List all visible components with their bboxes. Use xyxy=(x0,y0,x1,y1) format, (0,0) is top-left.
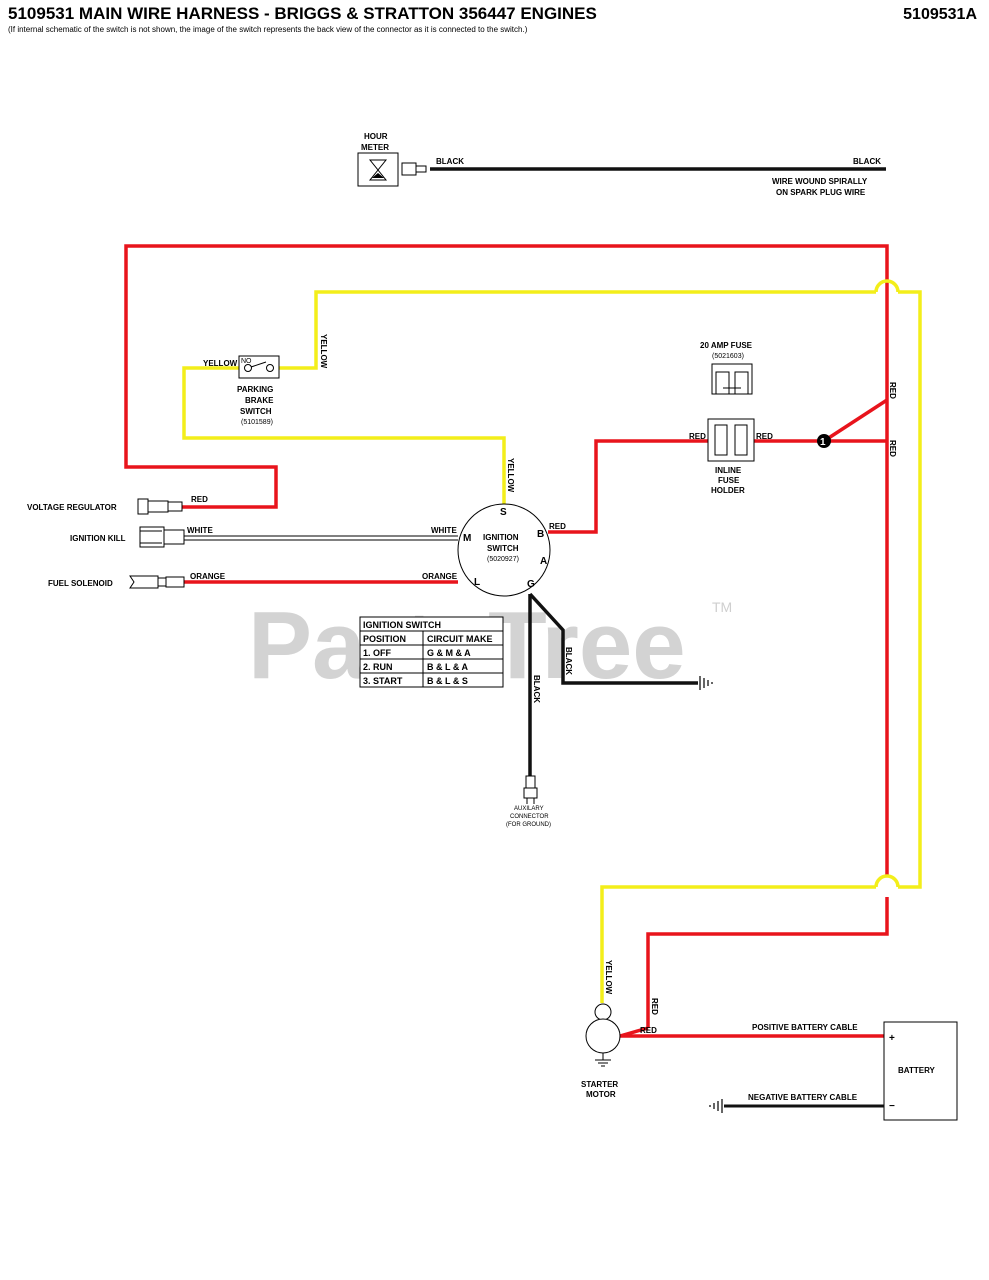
hour-meter-connector xyxy=(401,162,417,176)
fuse-holder-label-1: INLINE xyxy=(715,466,742,475)
page-subtitle: (If internal schematic of the switch is … xyxy=(8,25,528,34)
parking-brake-part: (5101589) xyxy=(241,419,273,426)
hour-meter: HOUR METER BLACK BLACK WIRE WOUND SPIRAL… xyxy=(357,132,886,197)
starter-label-2: MOTOR xyxy=(586,1090,616,1099)
page-title: 5109531 MAIN WIRE HARNESS - BRIGGS & STR… xyxy=(8,4,597,23)
starter-yellow-wire: YELLOW xyxy=(604,960,613,995)
battery-plus: + xyxy=(889,1033,895,1044)
fuel-solenoid-label: FUEL SOLENOID xyxy=(48,579,113,588)
voltage-regulator-wire: RED xyxy=(191,495,208,504)
splice-number: 1 xyxy=(820,437,826,448)
ignition-switch-part: (5020927) xyxy=(487,556,519,563)
fuel-solenoid: FUEL SOLENOID ORANGE xyxy=(48,572,226,589)
circuit-table: IGNITION SWITCH POSITION CIRCUIT MAKE 1.… xyxy=(359,616,504,688)
table-header-circuit: CIRCUIT MAKE xyxy=(427,634,493,644)
fuel-solenoid-wire: ORANGE xyxy=(190,572,226,581)
table-row-2-circuit: B & L & A xyxy=(427,662,469,672)
ignition-g-wire-2: BLACK xyxy=(532,675,541,703)
fuse-title: 20 AMP FUSE xyxy=(700,341,753,350)
positive-cable-label: POSITIVE BATTERY CABLE xyxy=(752,1023,858,1032)
voltage-regulator: VOLTAGE REGULATOR RED xyxy=(27,495,208,515)
ignition-m-wire: WHITE xyxy=(431,526,457,535)
ignition-g-wire-1: BLACK xyxy=(564,647,573,675)
ignition-b-wire: RED xyxy=(549,522,566,531)
parking-brake-label-1: PARKING xyxy=(237,385,273,394)
hour-meter-wire-left: BLACK xyxy=(436,157,464,166)
aux-connector-label-2: CONNECTOR xyxy=(510,814,549,820)
fuse-wire-left: RED xyxy=(689,432,706,441)
fuse-part: (5021603) xyxy=(712,353,744,360)
terminal-l: L xyxy=(474,577,480,588)
starter-label-1: STARTER xyxy=(581,1080,618,1089)
parking-brake-wire-in: YELLOW xyxy=(203,359,238,368)
table-title: IGNITION SWITCH xyxy=(363,620,441,630)
hour-meter-label-1: HOUR xyxy=(364,132,388,141)
battery: BATTERY + − POSITIVE BATTERY CABLE NEGAT… xyxy=(709,1021,958,1121)
starter-red-up-wire: RED xyxy=(650,998,659,1015)
ignition-switch-label-1: IGNITION xyxy=(483,533,519,542)
table-row-3-position: 3. START xyxy=(363,676,403,686)
hour-meter-wire-right: BLACK xyxy=(853,157,881,166)
parking-brake-label-2: BRAKE xyxy=(245,396,274,405)
table-header-position: POSITION xyxy=(363,634,406,644)
battery-label: BATTERY xyxy=(898,1066,936,1075)
table-row-2-position: 2. RUN xyxy=(363,662,393,672)
table-row-1-circuit: G & M & A xyxy=(427,648,471,658)
fuse-wire-right: RED xyxy=(756,432,773,441)
ignition-s-wire: YELLOW xyxy=(506,458,515,493)
ignition-l-wire: ORANGE xyxy=(422,572,458,581)
ignition-kill-wire: WHITE xyxy=(187,526,213,535)
parking-brake-contact: NO xyxy=(241,358,252,365)
splice-marker: 1 xyxy=(817,434,831,448)
starter-red-wire: RED xyxy=(640,1026,657,1035)
aux-connector-label-1: AUXILARY xyxy=(514,806,544,812)
terminal-a: A xyxy=(540,556,547,567)
ground-icon xyxy=(699,676,713,690)
watermark-tm: TM xyxy=(712,599,732,615)
terminal-m: M xyxy=(463,533,471,544)
fuse-holder-label-3: HOLDER xyxy=(711,486,745,495)
right-red-lower: RED xyxy=(888,440,897,457)
table-row-3-circuit: B & L & S xyxy=(427,676,468,686)
starter-motor: STARTER MOTOR xyxy=(581,1003,621,1099)
ignition-kill: IGNITION KILL WHITE xyxy=(70,526,213,548)
parking-brake-wire-out: YELLOW xyxy=(319,334,328,369)
voltage-regulator-label: VOLTAGE REGULATOR xyxy=(27,503,117,512)
aux-connector: AUXILARY CONNECTOR (FOR GROUND) xyxy=(506,775,551,828)
spark-plug-note-2: ON SPARK PLUG WIRE xyxy=(776,188,866,197)
right-red-upper: RED xyxy=(888,382,897,399)
fuse-holder-label-2: FUSE xyxy=(718,476,740,485)
terminal-g: G xyxy=(527,579,535,590)
aux-connector-label-3: (FOR GROUND) xyxy=(506,822,551,828)
ignition-kill-label: IGNITION KILL xyxy=(70,534,126,543)
spark-plug-note-1: WIRE WOUND SPIRALLY xyxy=(772,177,868,186)
battery-minus: − xyxy=(889,1101,895,1112)
battery-ground-icon xyxy=(709,1099,723,1113)
terminal-s: S xyxy=(500,507,507,518)
document-id: 5109531A xyxy=(903,6,977,23)
ignition-switch: IGNITION SWITCH (5020927) S B A G L M xyxy=(457,503,551,597)
table-row-1-position: 1. OFF xyxy=(363,648,392,658)
hourglass-icon xyxy=(368,159,388,181)
hour-meter-label-2: METER xyxy=(361,143,389,152)
parking-brake-switch: NO YELLOW YELLOW PARKING BRAKE SWITCH (5… xyxy=(203,334,328,426)
terminal-b: B xyxy=(537,529,544,540)
negative-cable-label: NEGATIVE BATTERY CABLE xyxy=(748,1093,858,1102)
ignition-switch-label-2: SWITCH xyxy=(487,544,519,553)
parking-brake-label-3: SWITCH xyxy=(240,407,272,416)
inline-fuse-holder: 20 AMP FUSE (5021603) RED RED INLINE FUS… xyxy=(689,341,773,495)
